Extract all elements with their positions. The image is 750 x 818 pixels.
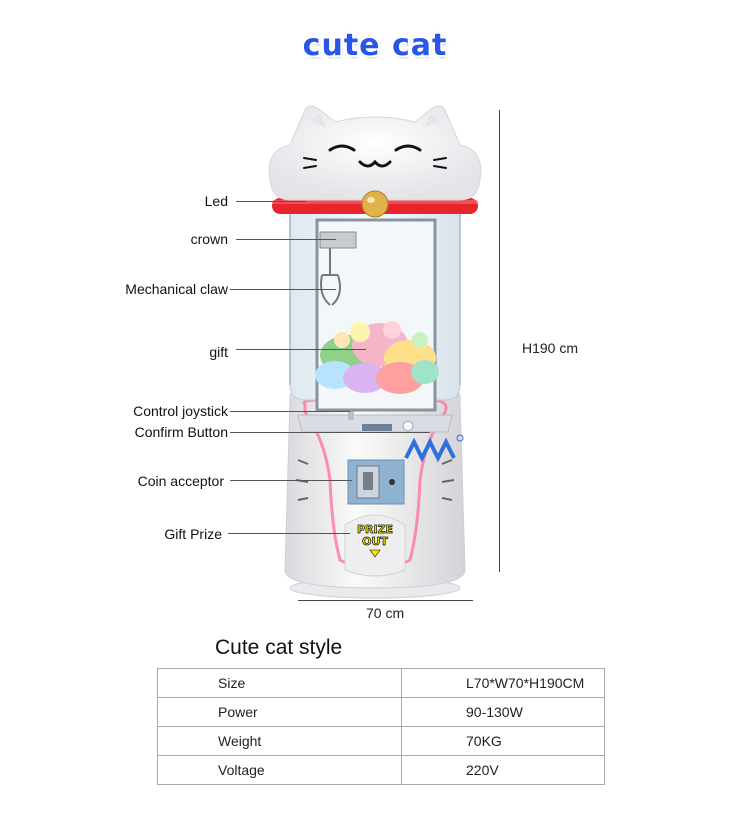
prize-arrow-icon	[369, 549, 381, 558]
spec-value: L70*W70*H190CM	[401, 668, 605, 698]
joystick	[348, 410, 354, 420]
label-prize: Gift Prize	[164, 526, 222, 542]
width-dimension-line	[298, 600, 473, 601]
leader-prize	[228, 533, 350, 534]
label-joystick: Control joystick	[133, 403, 228, 419]
table-row: Size L70*W70*H190CM	[157, 668, 605, 698]
table-row: Weight 70KG	[157, 726, 605, 756]
claw-machine-illustration: PRIZE OUT	[268, 105, 482, 599]
claw	[320, 248, 341, 306]
specs-title: Cute cat style	[215, 636, 343, 659]
confirm-button	[402, 420, 414, 432]
prize-text-1: PRIZE	[357, 523, 393, 536]
height-dimension-line	[499, 110, 500, 572]
width-label: 70 cm	[366, 605, 405, 621]
leader-coin	[230, 480, 352, 481]
spec-value: 220V	[401, 755, 605, 785]
label-gift: gift	[209, 344, 228, 360]
height-label: H190 cm	[522, 340, 579, 356]
table-row: Voltage 220V	[157, 755, 605, 785]
panel-slot	[362, 424, 392, 431]
brand-logo	[404, 434, 464, 463]
spec-value: 90-130W	[401, 697, 605, 727]
label-confirm: Confirm Button	[134, 424, 228, 440]
label-led: Led	[204, 193, 228, 209]
control-panel	[297, 414, 453, 433]
spec-key: Weight	[157, 726, 402, 756]
spec-key: Power	[157, 697, 402, 727]
leader-confirm	[230, 432, 430, 433]
side-stripes	[295, 459, 455, 501]
leader-joystick	[230, 411, 350, 412]
table-row: Power 90-130W	[157, 697, 605, 727]
label-coin: Coin acceptor	[137, 473, 224, 489]
spec-value: 70KG	[401, 726, 605, 756]
prize-text-2: OUT	[362, 535, 388, 548]
plush-gifts	[315, 321, 439, 394]
cat-face	[303, 144, 447, 169]
bell-icon	[361, 190, 389, 218]
leader-crown	[236, 239, 336, 240]
page-title: cute cat	[302, 28, 448, 63]
label-crown: crown	[190, 231, 228, 247]
leader-led	[236, 201, 306, 202]
specs-table: Size L70*W70*H190CM Power 90-130W Weight…	[157, 668, 605, 785]
spec-key: Voltage	[157, 755, 402, 785]
spec-key: Size	[157, 668, 402, 698]
cat-head	[268, 105, 482, 201]
leader-gift	[236, 349, 366, 350]
prize-window	[344, 514, 406, 577]
crown	[319, 231, 357, 249]
label-claw: Mechanical claw	[125, 281, 228, 297]
leader-claw	[230, 289, 336, 290]
